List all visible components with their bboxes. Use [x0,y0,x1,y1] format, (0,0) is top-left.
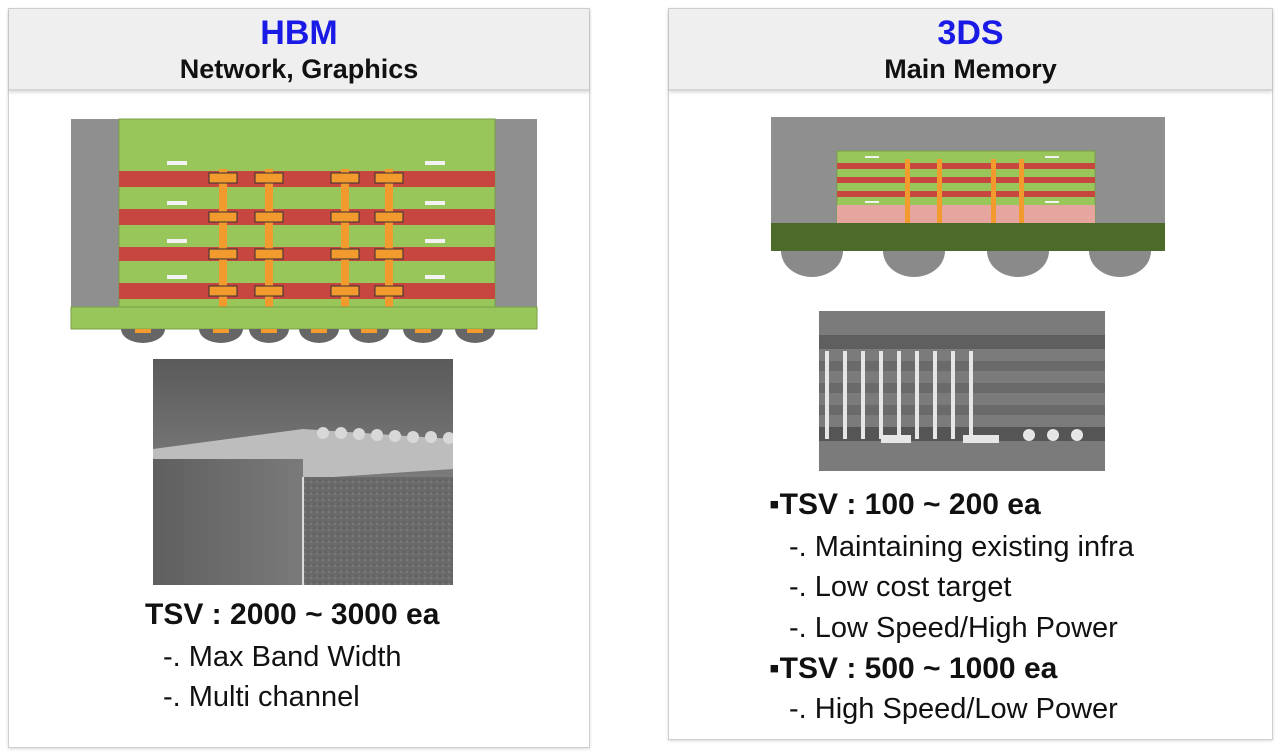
3ds-point-infra: -. Maintaining existing infra [789,531,1134,563]
hbm-point-channel: -. Multi channel [163,681,360,713]
3ds-stack-diagram [771,117,1165,277]
3ds-title: 3DS [937,14,1004,52]
3ds-subtitle: Main Memory [884,54,1057,84]
3ds-point-low-speed: -. Low Speed/High Power [789,612,1118,644]
hbm-subtitle: Network, Graphics [179,54,419,84]
hbm-tsv-heading: TSV : 2000 ~ 3000 ea [145,598,440,631]
3ds-tsv-heading-1: ▪TSV : 100 ~ 200 ea [769,488,1041,521]
hbm-header: HBM Network, Graphics [9,9,589,91]
hbm-sem-image [153,359,453,585]
3ds-panel: 3DS Main Memory [668,8,1273,740]
3ds-point-cost: -. Low cost target [789,571,1012,603]
hbm-stack-diagram [70,118,538,343]
3ds-sem-image [819,311,1105,471]
hbm-panel: HBM Network, Graphics [8,8,590,748]
3ds-header: 3DS Main Memory [669,9,1272,91]
hbm-title: HBM [260,14,338,52]
3ds-tsv-heading-2: ▪TSV : 500 ~ 1000 ea [769,652,1058,685]
hbm-point-bandwidth: -. Max Band Width [163,641,402,673]
3ds-point-high-speed: -. High Speed/Low Power [789,693,1118,725]
